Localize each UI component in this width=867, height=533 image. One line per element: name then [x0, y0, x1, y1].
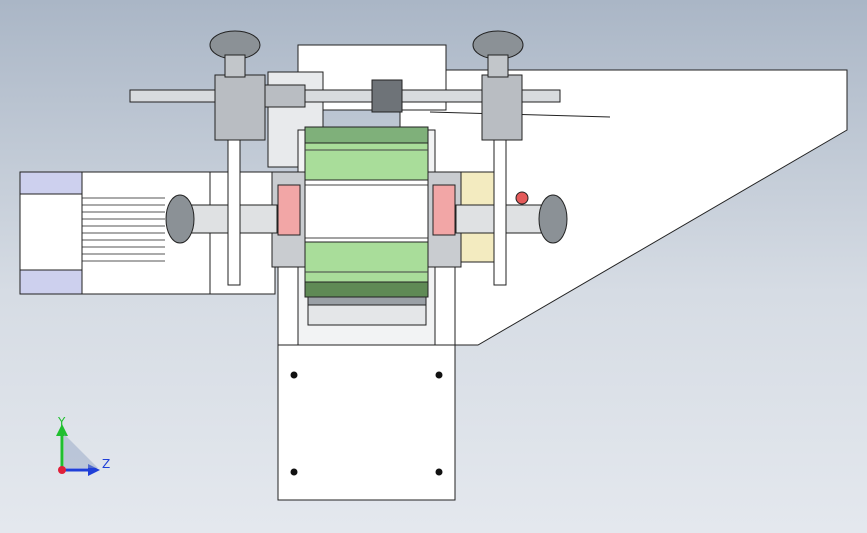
- red-fitting: [515, 191, 529, 205]
- left-pink-pad[interactable]: [277, 184, 301, 236]
- bolt-hole-icon: [290, 371, 298, 379]
- knob-icon[interactable]: [538, 194, 568, 244]
- bolt-hole-icon: [435, 468, 443, 476]
- motor-end-band-top: [19, 171, 83, 195]
- right-frame-column: [432, 264, 456, 346]
- roller-center-window: [304, 179, 429, 243]
- roller-grooves: [305, 149, 428, 273]
- bolt-hole-icon: [435, 371, 443, 379]
- y-axis-label: Y: [57, 415, 66, 429]
- left-rod-clamp[interactable]: [214, 74, 266, 141]
- rod-collar-left: [264, 84, 306, 108]
- right-vertical-post: [493, 134, 507, 286]
- knob-icon[interactable]: [165, 194, 195, 244]
- z-axis-label: Z: [102, 457, 110, 471]
- left-vertical-post: [227, 134, 241, 286]
- green-roller-bottom-band: [304, 281, 429, 298]
- knob-icon[interactable]: [209, 30, 261, 78]
- bolt-hole-icon: [290, 468, 298, 476]
- right-pink-pad[interactable]: [432, 184, 456, 236]
- motor-end-band-bottom: [19, 269, 83, 295]
- motor-fins: [82, 197, 165, 262]
- left-frame-column: [277, 264, 301, 346]
- rod-collar-center: [371, 79, 403, 113]
- right-rod-clamp[interactable]: [481, 74, 523, 141]
- green-roller-top-band: [304, 126, 429, 144]
- bottom-mounting-plate[interactable]: [277, 344, 456, 501]
- knob-icon[interactable]: [472, 30, 524, 78]
- bottom-roller-shadow: [307, 296, 427, 306]
- axis-triad: Y Z: [56, 415, 110, 476]
